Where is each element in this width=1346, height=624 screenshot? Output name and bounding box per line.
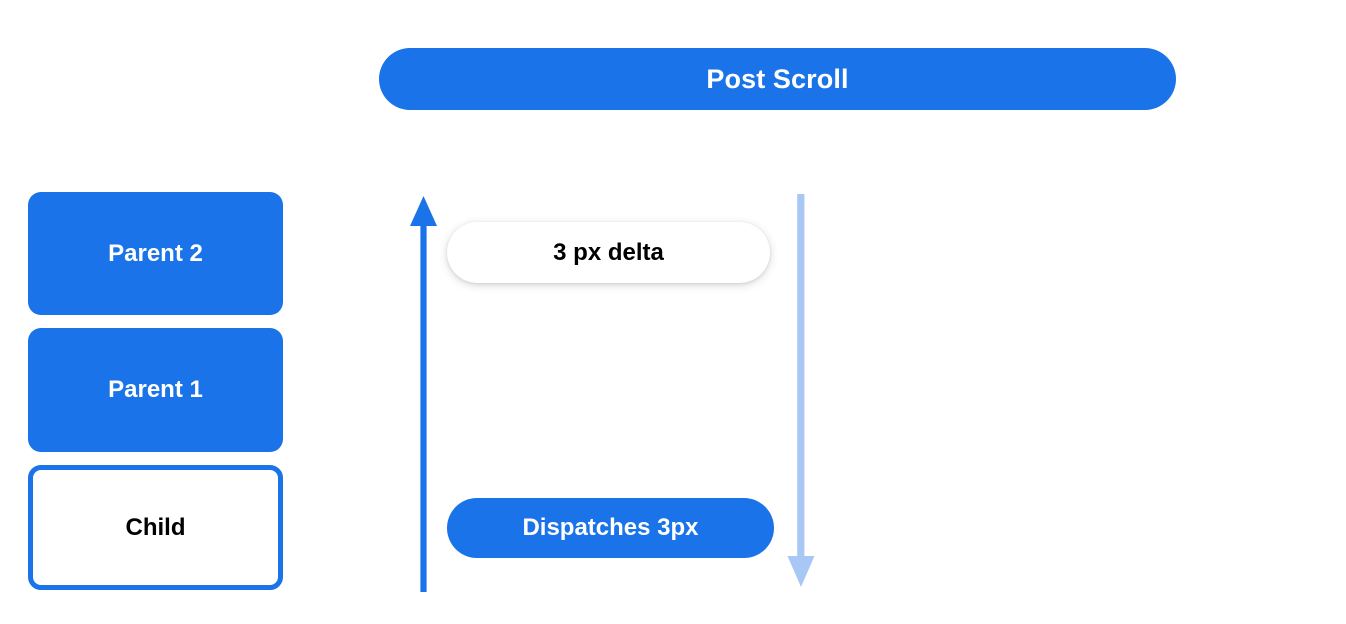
box-parent-2: Parent 2 — [28, 192, 283, 315]
box-parent-2-label: Parent 2 — [108, 239, 203, 267]
header-banner: Post Scroll — [379, 48, 1176, 110]
box-parent-1: Parent 1 — [28, 328, 283, 452]
box-child: Child — [28, 465, 283, 590]
box-child-label: Child — [125, 513, 186, 541]
arrow-up-icon — [410, 196, 437, 592]
dispatch-pill: Dispatches 3px — [447, 498, 774, 558]
header-title: Post Scroll — [706, 63, 849, 94]
arrow-down-icon — [787, 194, 815, 587]
box-parent-1-label: Parent 1 — [108, 376, 203, 403]
dispatch-pill-label: Dispatches 3px — [522, 514, 699, 541]
delta-pill-label: 3 px delta — [553, 238, 664, 266]
delta-pill: 3 px delta — [447, 222, 770, 283]
